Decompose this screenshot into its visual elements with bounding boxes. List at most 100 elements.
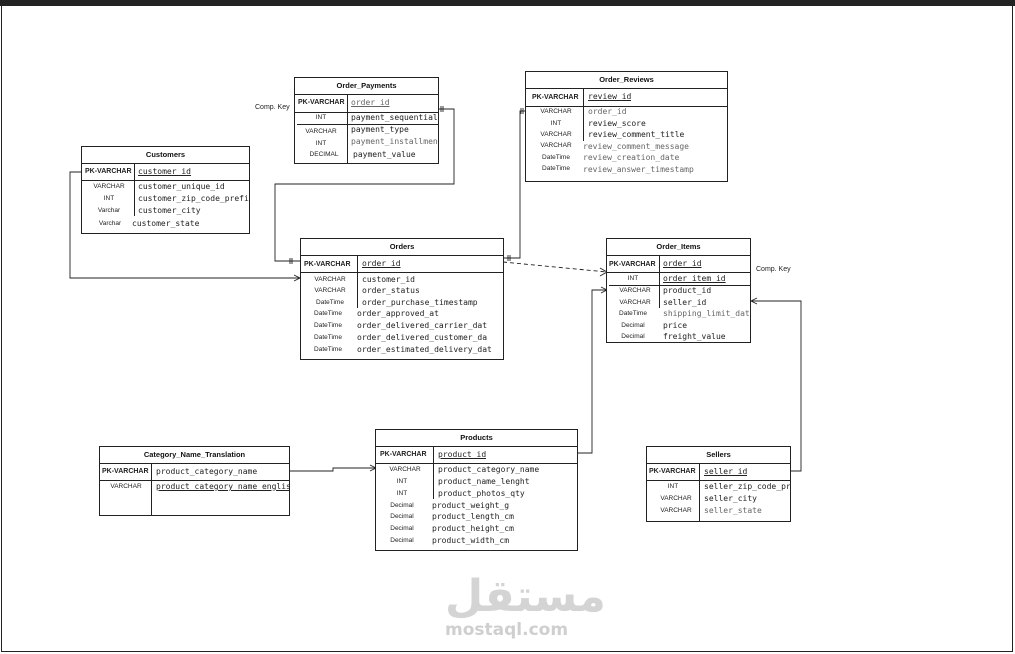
type-cell: INT: [396, 478, 408, 485]
field-cell: seller_city: [704, 494, 757, 503]
column-divider: [659, 256, 660, 308]
link-orders-payments: [274, 108, 455, 262]
pk-divider: [376, 463, 577, 464]
type-cell: VARCHAR: [660, 507, 692, 514]
field-cell: review_comment_message: [583, 142, 689, 151]
entity-title: Customers: [82, 147, 249, 164]
entity-customers[interactable]: Customers PK-VARCHAR customer_id VARCHAR…: [81, 146, 250, 234]
entity-orders[interactable]: Orders PK-VARCHAR order_id VARCHAR custo…: [300, 238, 504, 360]
field-cell: customer_unique_id: [138, 182, 225, 191]
link-products-items: [577, 289, 607, 454]
column-divider: [699, 464, 700, 521]
column-divider: [357, 256, 358, 308]
field-cell: freight_value: [663, 332, 726, 341]
field-cell: order_purchase_timestamp: [362, 298, 478, 307]
type-cell: VARCHAR: [619, 299, 651, 306]
entity-category-name-translation[interactable]: Category_Name_Translation PK-VARCHAR pro…: [99, 446, 290, 516]
field-cell: seller_state: [704, 506, 762, 515]
pk-field: seller_id: [704, 467, 748, 476]
bar-orders-payments: [289, 258, 293, 264]
column-divider: [347, 95, 348, 163]
pk-divider: [647, 480, 790, 481]
type-cell: PK-VARCHAR: [102, 468, 149, 475]
field-cell: product_width_cm: [432, 536, 510, 545]
field-cell: customer_zip_code_prefi: [138, 194, 249, 203]
pk-field: product_id: [438, 450, 487, 459]
link-orders-reviews: [503, 110, 526, 259]
entity-sellers[interactable]: Sellers PK-VARCHAR seller_id INT seller_…: [646, 446, 791, 522]
type-cell: DateTime: [314, 334, 342, 341]
entity-order-items[interactable]: Order_Items PK-VARCHAR order_id INT orde…: [606, 238, 751, 343]
type-cell: DateTime: [619, 310, 647, 317]
entity-title: Products: [376, 430, 577, 447]
field-cell: product_height_cm: [432, 524, 514, 533]
bar-orders-reviews: [507, 255, 511, 261]
type-cell: Decimal: [390, 537, 414, 544]
pk-divider: [100, 480, 289, 481]
field-cell: order_delivered_customer_da: [357, 333, 488, 342]
entity-title: Sellers: [647, 447, 790, 464]
watermark-logo-latin: mostaql.com: [445, 620, 569, 640]
type-cell: DateTime: [316, 299, 344, 306]
type-cell: Decimal: [390, 502, 414, 509]
type-cell: DECIMAL: [309, 151, 339, 158]
type-cell: VARCHAR: [110, 483, 142, 490]
field-cell: product_name_lenght: [438, 477, 530, 486]
link-sellers-items: [751, 300, 802, 472]
type-cell: Decimal: [390, 513, 414, 520]
entity-order-reviews[interactable]: Order_Reviews PK-VARCHAR review_id VARCH…: [525, 71, 728, 182]
arrow-items-seller: [749, 297, 758, 305]
type-cell: VARCHAR: [660, 495, 692, 502]
pk-field: order_item_id: [663, 274, 726, 283]
entity-title: Category_Name_Translation: [100, 447, 289, 464]
pk-divider: [295, 112, 438, 113]
entity-title: Order_Payments: [295, 78, 438, 95]
type-cell: INT: [627, 275, 639, 282]
window-top-bar: [0, 0, 1015, 6]
field-cell: seller_zip_code_pr: [704, 482, 790, 491]
entity-products[interactable]: Products PK-VARCHAR product_id VARCHAR p…: [375, 429, 578, 551]
pk-divider: [526, 106, 727, 107]
type-cell: VARCHAR: [93, 183, 125, 190]
entity-title: Order_Items: [607, 239, 750, 256]
type-cell: PK-VARCHAR: [85, 168, 132, 175]
link-category-products: [289, 467, 376, 472]
row-divider: [609, 285, 750, 286]
pk-field: order_id: [663, 259, 702, 268]
type-cell: VARCHAR: [314, 287, 346, 294]
type-cell: DateTime: [314, 322, 342, 329]
column-divider: [583, 89, 584, 141]
pk-field: order_id: [351, 98, 390, 107]
type-cell: Varchar: [97, 207, 121, 214]
type-cell: VARCHAR: [540, 142, 572, 149]
bar-reviews-end: [520, 108, 524, 114]
pk-field: customer_id: [138, 167, 191, 176]
type-cell: INT: [315, 114, 327, 121]
field-cell: customer_state: [132, 219, 200, 228]
type-cell: Decimal: [390, 525, 414, 532]
field-cell: review_creation_date: [583, 153, 680, 162]
field-cell: product_length_cm: [432, 512, 514, 521]
field-cell: product_weight_g: [432, 501, 510, 510]
type-cell: INT: [315, 140, 327, 147]
pk-divider: [607, 272, 750, 273]
field-cell: order_estimated_delivery_dat: [357, 345, 492, 354]
column-divider: [134, 164, 135, 216]
field-cell: payment_value: [353, 150, 416, 159]
field-cell: review_comment_title: [588, 130, 685, 139]
type-cell: PK-VARCHAR: [649, 468, 696, 475]
field-cell: payment_sequential: [351, 113, 438, 122]
field-cell: order_id: [588, 107, 627, 116]
field-cell: product_category_name: [156, 467, 258, 476]
type-cell: VARCHAR: [619, 287, 651, 294]
type-cell: PK-VARCHAR: [304, 261, 351, 268]
field-cell: product_id: [663, 286, 712, 295]
type-cell: INT: [667, 483, 679, 490]
field-cell: product_photos_qty: [438, 489, 525, 498]
field-cell: customer_id: [362, 275, 415, 284]
entity-title: Order_Reviews: [526, 72, 727, 89]
field-cell: payment_installmen: [351, 137, 438, 146]
entity-order-payments[interactable]: Order_Payments PK-VARCHAR order_id INT p…: [294, 77, 439, 164]
type-cell: DateTime: [542, 165, 570, 172]
